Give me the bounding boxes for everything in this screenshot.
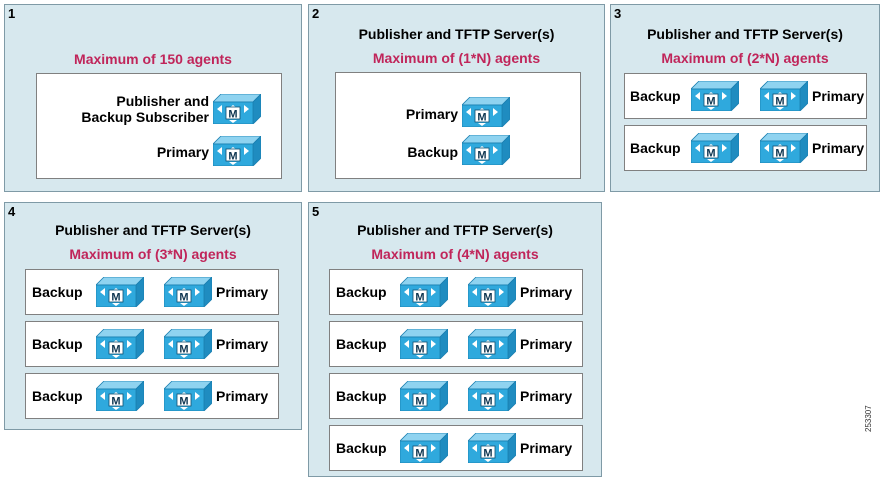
max-agents-label: Maximum of (2*N) agents <box>661 50 829 66</box>
backup-label: Backup <box>630 140 681 156</box>
primary-label: Primary <box>812 88 865 104</box>
server-row: Backup Primary <box>329 269 583 315</box>
call-manager-server-icon <box>400 381 448 411</box>
max-agents-label: Maximum of (1*N) agents <box>372 50 541 66</box>
call-manager-server-icon <box>462 97 510 127</box>
panel-1: 1 Maximum of 150 agents Publisher and Ba… <box>4 4 302 192</box>
backup-label: Backup <box>32 284 83 300</box>
call-manager-server-icon <box>164 329 212 359</box>
panel-title: Publisher and TFTP Server(s) <box>358 26 555 42</box>
server-row: Backup Primary <box>329 425 583 471</box>
backup-label: Backup <box>407 144 458 160</box>
call-manager-server-icon <box>760 81 808 111</box>
call-manager-server-icon <box>462 135 510 165</box>
server-row: Backup Primary <box>25 269 279 315</box>
panel-title: Publisher and TFTP Server(s) <box>357 222 553 238</box>
primary-label: Primary <box>216 336 269 352</box>
call-manager-server-icon <box>468 329 516 359</box>
panel-number: 3 <box>614 6 622 21</box>
backup-label: Backup <box>336 284 387 300</box>
panel-3: 3 Publisher and TFTP Server(s) Maximum o… <box>610 4 880 192</box>
server-row: Backup Primary <box>25 321 279 367</box>
panel-4: 4 Publisher and TFTP Server(s) Maximum o… <box>4 202 302 430</box>
call-manager-server-icon <box>96 277 144 307</box>
call-manager-server-icon <box>691 133 739 163</box>
call-manager-server-icon <box>691 81 739 111</box>
call-manager-server-icon <box>164 277 212 307</box>
call-manager-server-icon <box>760 133 808 163</box>
call-manager-server-icon <box>400 329 448 359</box>
panel-number: 5 <box>312 204 320 219</box>
server-row: Backup Primary <box>329 321 583 367</box>
call-manager-server-icon <box>468 277 516 307</box>
server-row: Backup Primary <box>624 73 867 119</box>
server-row: Backup Primary <box>624 125 867 171</box>
call-manager-server-icon <box>468 433 516 463</box>
backup-label: Backup <box>336 440 387 456</box>
server-row: Backup Primary <box>329 373 583 419</box>
server-row: Backup Primary <box>25 373 279 419</box>
primary-label: Primary <box>216 388 269 404</box>
primary-label: Primary <box>520 388 573 404</box>
figure-id: 253307 <box>864 405 873 432</box>
backup-label: Backup <box>630 88 681 104</box>
backup-label: Backup <box>336 388 387 404</box>
call-manager-server-icon <box>96 329 144 359</box>
backup-label: Backup <box>32 388 83 404</box>
backup-label: Backup <box>32 336 83 352</box>
server-box: Publisher and Backup Subscriber Primary <box>36 73 282 179</box>
panel-title: Publisher and TFTP Server(s) <box>55 222 251 238</box>
primary-label: Primary <box>812 140 865 156</box>
publisher-backup-subscriber-label: Publisher and Backup Subscriber <box>81 93 209 125</box>
call-manager-server-icon <box>468 381 516 411</box>
primary-label: Primary <box>405 106 458 122</box>
primary-label: Primary <box>216 284 269 300</box>
server-box: Primary Backup <box>335 72 581 179</box>
call-manager-server-icon <box>164 381 212 411</box>
call-manager-server-icon <box>213 136 261 166</box>
max-agents-label: Maximum of 150 agents <box>74 51 232 67</box>
call-manager-server-icon <box>213 94 261 124</box>
call-manager-server-icon <box>400 277 448 307</box>
panel-number: 1 <box>8 6 16 21</box>
primary-label: Primary <box>520 284 573 300</box>
max-agents-label: Maximum of (3*N) agents <box>69 246 237 262</box>
panel-5: 5 Publisher and TFTP Server(s) Maximum o… <box>308 202 602 477</box>
primary-label: Primary <box>520 440 573 456</box>
panel-number: 4 <box>8 204 16 219</box>
primary-label: Primary <box>156 144 209 160</box>
backup-label: Backup <box>336 336 387 352</box>
panel-2: 2 Publisher and TFTP Server(s) Maximum o… <box>308 4 605 192</box>
panel-title: Publisher and TFTP Server(s) <box>647 26 843 42</box>
call-manager-server-icon <box>400 433 448 463</box>
call-manager-server-icon <box>96 381 144 411</box>
primary-label: Primary <box>520 336 573 352</box>
max-agents-label: Maximum of (4*N) agents <box>371 246 539 262</box>
panel-number: 2 <box>312 6 320 21</box>
